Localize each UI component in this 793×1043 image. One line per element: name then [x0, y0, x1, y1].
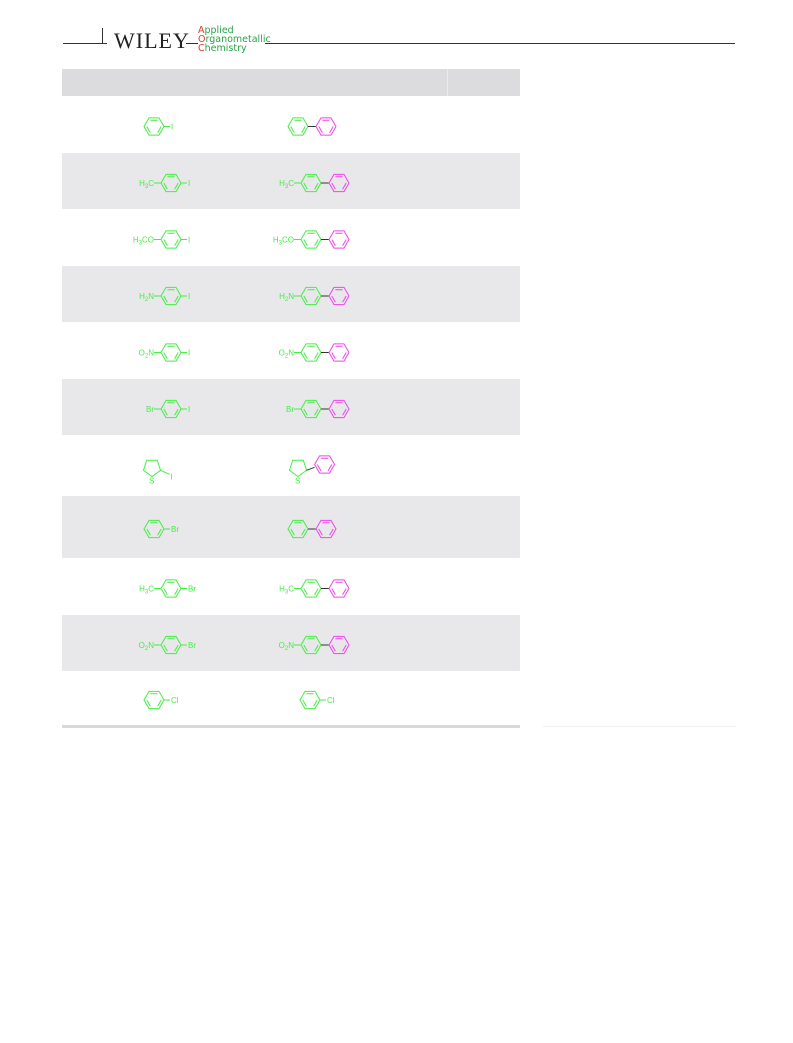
table-row: I	[62, 96, 520, 153]
reaction-structures: Br H3C H3C	[139, 579, 350, 598]
aryl-halide-ring	[143, 117, 165, 136]
aryl-halide-ring	[160, 343, 182, 362]
publisher-logo: WILEY	[114, 28, 190, 53]
substituent-label: H3CO	[273, 236, 294, 247]
aryl-product-ring	[300, 230, 322, 249]
substituent-label: H3CO	[133, 236, 154, 247]
aryl-product-ring	[287, 519, 309, 539]
aryl-product-ring	[300, 286, 322, 306]
table-row: I Br Br	[62, 379, 520, 435]
leaving-group-label: I	[171, 123, 173, 132]
reaction-structures: I O2N O2N	[139, 343, 350, 362]
reaction-structures: I	[143, 117, 337, 136]
phenyl-product-ring	[315, 519, 337, 539]
substituent-label: Br	[146, 405, 154, 414]
reaction-structures: I H2N H2N	[139, 286, 350, 306]
phenyl-product-ring	[313, 455, 336, 474]
substituent-label: H2N	[139, 292, 154, 303]
page-header: WILEY Applied Organometallic Chemistry	[0, 0, 793, 60]
leaving-group-label: I	[188, 179, 190, 188]
halogen-label: Cl	[327, 696, 335, 705]
leaving-group-label: Br	[171, 525, 179, 534]
reaction-structures: Br	[143, 519, 337, 539]
header-tick	[102, 28, 103, 43]
leaving-group-label: I	[171, 472, 173, 481]
chlorobenzene-product	[299, 690, 321, 710]
table-row: I H3CO H3CO	[62, 209, 520, 266]
phenyl-product-ring	[328, 286, 350, 306]
substituent-label: O2N	[139, 349, 155, 360]
aryl-product-ring	[300, 173, 322, 193]
header-rule-left	[63, 43, 107, 44]
aryl-halide-ring	[160, 286, 182, 306]
leaving-group-label: Br	[188, 585, 196, 594]
substituent-label: H3C	[279, 585, 294, 596]
phenyl-product-ring	[315, 117, 337, 136]
reaction-structures: Cl Cl	[143, 690, 335, 710]
aryl-halide-ring	[160, 399, 182, 419]
substituent-label: H3C	[139, 585, 154, 596]
aryl-halide-ring	[160, 230, 182, 249]
journal-logo: Applied Organometallic Chemistry	[198, 25, 271, 54]
table-bottom-rule	[62, 725, 520, 728]
table-header-row	[62, 69, 520, 96]
header-rule-right	[265, 43, 735, 44]
aryl-halide-ring	[160, 635, 182, 655]
substituent-label: O2N	[139, 641, 155, 652]
phenyl-product-ring	[328, 635, 350, 655]
aryl-halide-ring	[143, 519, 165, 539]
phenyl-product-ring	[328, 399, 350, 419]
svg-text:S: S	[149, 477, 154, 486]
reaction-structures: Br O2N O2N	[139, 635, 350, 655]
table-row: I O2N O2N	[62, 322, 520, 379]
phenyl-product-ring	[328, 579, 350, 598]
phenyl-product-ring	[328, 173, 350, 193]
aryl-halide-ring	[143, 690, 165, 710]
aryl-product-ring	[300, 343, 322, 362]
aryl-product-ring	[287, 117, 309, 136]
aryl-product-ring	[300, 399, 322, 419]
aryl-product-ring	[300, 635, 322, 655]
phenyl-product-ring	[328, 343, 350, 362]
table-row: Br O2N O2N	[62, 615, 520, 671]
substituent-label: O2N	[279, 349, 295, 360]
table-row: I H2N H2N	[62, 266, 520, 322]
header-column-divider	[447, 69, 448, 96]
aryl-product-ring	[300, 579, 322, 598]
reaction-structures: I Br Br	[146, 399, 350, 419]
thiophene-product: S	[288, 459, 308, 486]
leaving-group-label: Cl	[171, 696, 179, 705]
leaving-group-label: I	[188, 292, 190, 301]
leaving-group-label: I	[188, 405, 190, 414]
leaving-group-label: I	[188, 236, 190, 245]
aryl-halide-ring	[160, 173, 182, 193]
thiophene-reactant: S	[142, 459, 162, 486]
substituent-label: H3C	[139, 179, 154, 190]
substituent-label: H3C	[279, 179, 294, 190]
table-row: Cl Cl	[62, 671, 520, 725]
substituent-label: Br	[286, 405, 294, 414]
right-column-rule	[543, 726, 736, 727]
leaving-group-label: I	[188, 349, 190, 358]
table-row: I H3C H3C	[62, 153, 520, 209]
svg-text:S: S	[295, 477, 300, 486]
table-row: Br H3C H3C	[62, 558, 520, 615]
substituent-label: H2N	[279, 292, 294, 303]
reaction-structures: I H3C H3C	[139, 173, 350, 193]
reaction-structures: I H3CO H3CO	[133, 230, 350, 249]
phenyl-product-ring	[328, 230, 350, 249]
aryl-halide-ring	[160, 579, 182, 598]
leaving-group-label: Br	[188, 641, 196, 650]
header-dash	[186, 43, 198, 44]
table-row: Br	[62, 496, 520, 558]
substituent-label: O2N	[279, 641, 295, 652]
